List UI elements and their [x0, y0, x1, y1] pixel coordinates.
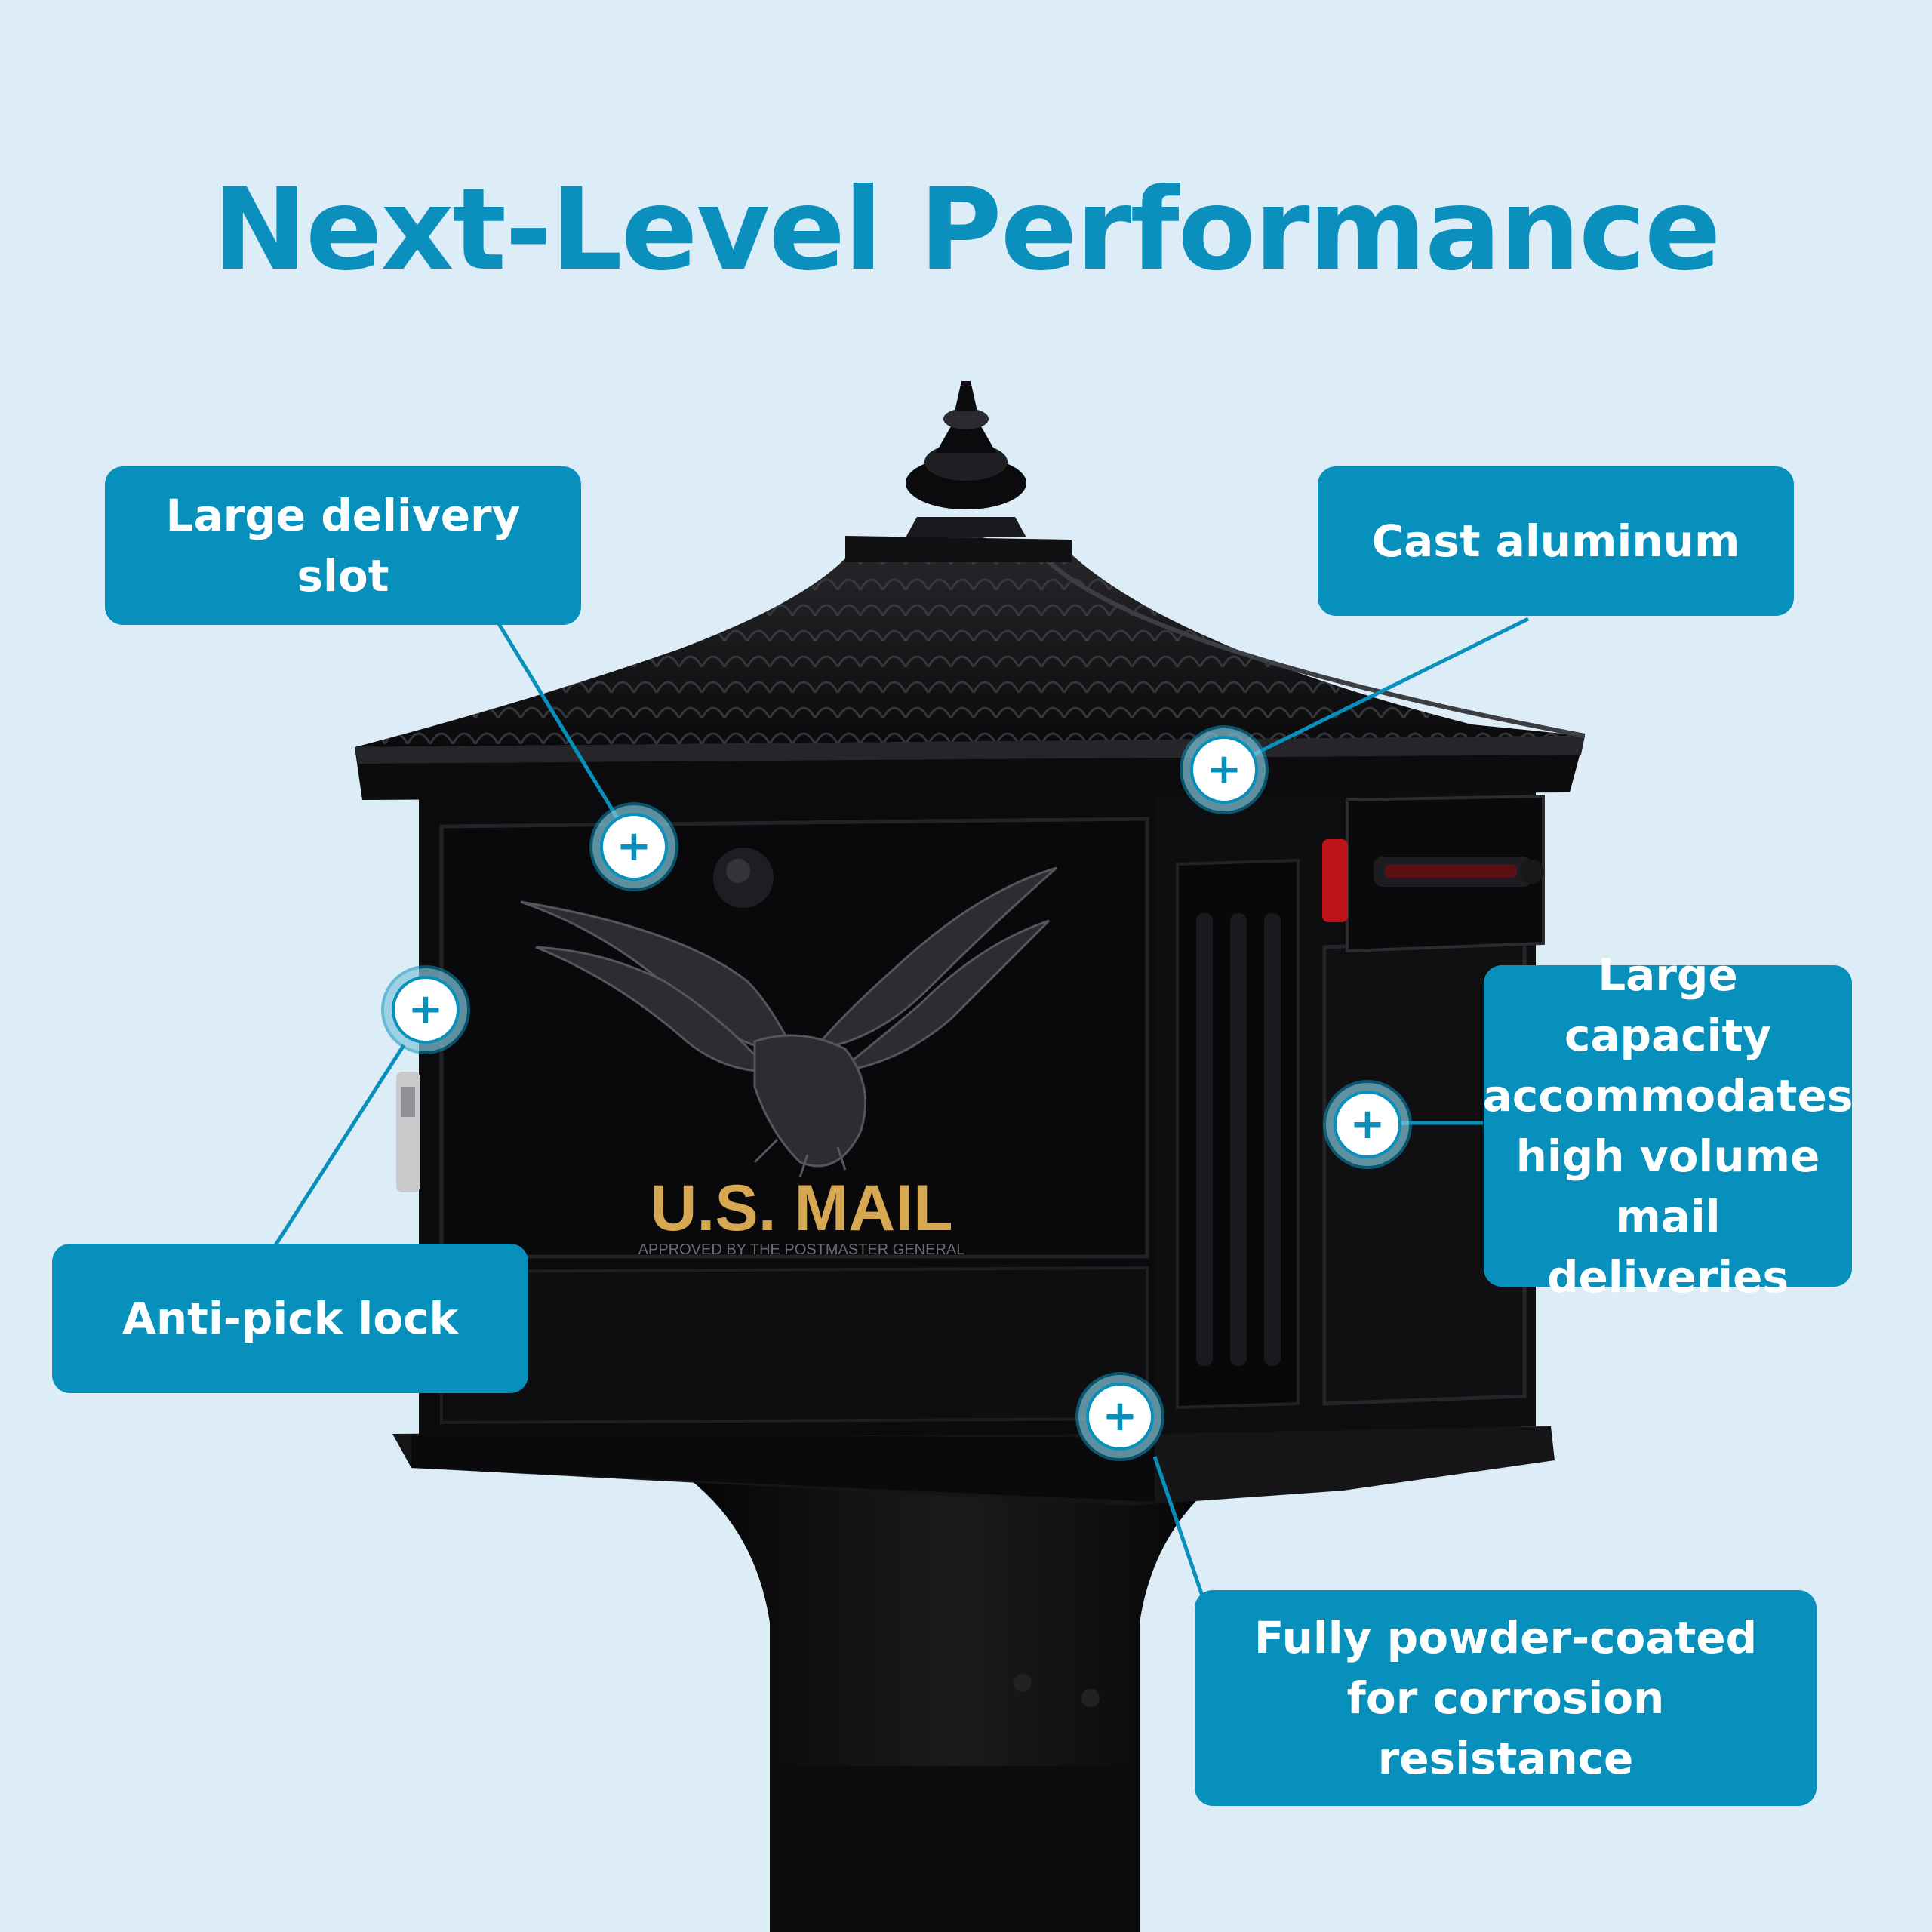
mailbox-post: [679, 1472, 1230, 1932]
hotspot-cast-aluminum[interactable]: +: [1190, 736, 1258, 804]
callout-line: Large capacity: [1564, 949, 1771, 1061]
callout-line: mail deliveries: [1546, 1191, 1789, 1303]
callout-label: Anti-pick lock: [122, 1292, 459, 1344]
hotspot-powder-coated[interactable]: +: [1086, 1383, 1154, 1451]
mailbox-side-panel: [1155, 766, 1536, 1434]
plus-icon: +: [616, 822, 652, 871]
plus-icon: +: [1102, 1392, 1138, 1441]
callout-cast-aluminum: Cast aluminum: [1318, 466, 1794, 616]
page-title: Next-Level Performance: [212, 165, 1721, 296]
eagle-emblem: [520, 866, 1057, 1178]
callout-line: high volume: [1515, 1131, 1820, 1182]
callout-powder-coated: Fully powder-coated for corrosion resist…: [1195, 1590, 1817, 1806]
plus-icon: +: [1206, 745, 1242, 794]
callout-large-capacity: Large capacity accommodates high volume …: [1482, 949, 1854, 1303]
hotspot-anti-pick-lock[interactable]: +: [392, 976, 460, 1044]
plus-icon: +: [408, 985, 444, 1034]
hotspot-delivery-slot[interactable]: +: [600, 813, 668, 881]
callout-label: Cast aluminum: [1371, 515, 1740, 567]
us-mail-label: U.S. MAIL: [650, 1172, 952, 1244]
mailbox-roof: [355, 528, 1586, 800]
postmaster-approval-label: APPROVED BY THE POSTMASTER GENERAL: [638, 1241, 965, 1258]
callout-label: Large delivery slot: [165, 489, 521, 601]
hotspot-large-capacity[interactable]: +: [1334, 1091, 1401, 1158]
callout-line: accommodates: [1482, 1069, 1854, 1121]
roof-finial: [906, 381, 1026, 537]
lock-keyhole: [396, 1072, 420, 1192]
callout-line: for corrosion resistance: [1346, 1672, 1665, 1785]
plus-icon: +: [1349, 1100, 1386, 1149]
callout-line: Fully powder-coated: [1254, 1611, 1758, 1663]
outgoing-mail-compartment: [1322, 794, 1545, 953]
callout-large-delivery-slot: Large delivery slot: [105, 466, 581, 625]
callout-anti-pick-lock: Anti-pick lock: [52, 1244, 528, 1393]
mailbox-base: [392, 1426, 1555, 1506]
